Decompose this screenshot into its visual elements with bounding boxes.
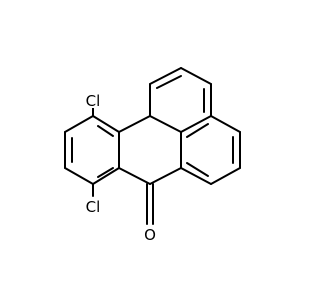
- oxygen-label: O: [144, 226, 156, 244]
- bond: [180, 67, 212, 85]
- bond: [180, 167, 212, 185]
- bond-double-inner: [186, 123, 209, 138]
- bond: [210, 167, 241, 185]
- bond-double-inner: [97, 125, 114, 137]
- bond: [118, 115, 151, 133]
- bond: [64, 115, 94, 133]
- bond: [180, 115, 212, 133]
- skeleton-bonds: [64, 67, 241, 225]
- bond-double-inner: [97, 167, 114, 178]
- bond-double-inner: [156, 75, 182, 89]
- bond: [149, 167, 182, 185]
- bond: [92, 167, 120, 185]
- chlorine-label-top: Cl: [86, 92, 101, 110]
- bond: [92, 115, 120, 133]
- bond: [118, 167, 151, 185]
- bond: [149, 115, 182, 133]
- bond: [210, 115, 241, 133]
- bond: [64, 167, 94, 185]
- bond-double-inner: [186, 162, 209, 177]
- chlorine-label-bottom: Cl: [86, 198, 101, 216]
- bond: [149, 67, 182, 85]
- atom-labels: Cl Cl O: [83, 92, 159, 244]
- chemical-structure: Cl Cl O: [64, 67, 241, 244]
